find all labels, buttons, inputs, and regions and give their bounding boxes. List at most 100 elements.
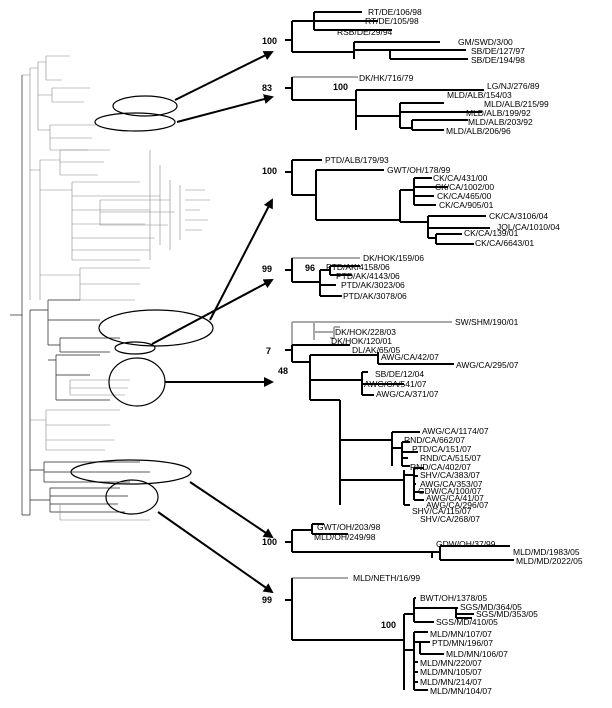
- ellipse-clade-7: [105, 479, 159, 515]
- ellipse-clade-3: [98, 309, 214, 347]
- leaf-label: MLD/MD/1983/05: [513, 547, 580, 557]
- leaf-label: SW/SHM/190/01: [455, 317, 519, 327]
- leaf-label: CK/CA/905/01: [439, 200, 494, 210]
- leaf-label: RT/DE/106/98: [368, 7, 422, 17]
- leaf-label: CK/CA/465/00: [437, 191, 492, 201]
- leaf-label: DK/HOK/159/06: [363, 253, 424, 263]
- leaf-label: AWG/CA/541/07: [364, 379, 427, 389]
- leaf-label: MLD/MN/106/07: [446, 649, 508, 659]
- leaf-label: RND/CA/402/07: [410, 462, 471, 472]
- bootstrap-label: 100: [262, 36, 277, 46]
- leaf-label: CK/CA/3106/04: [489, 211, 548, 221]
- leaf-label: MLD/ALB/206/96: [446, 126, 511, 136]
- leaf-label: PTD/AK/4143/06: [336, 271, 400, 281]
- leaf-label: SGS/MD/364/05: [460, 602, 522, 612]
- ellipse-clade-6: [70, 459, 192, 485]
- bootstrap-label: 48: [278, 366, 288, 376]
- leaf-label: MLD/ALB/199/92: [466, 108, 531, 118]
- leaf-label: MLD/MN/214/07: [420, 677, 482, 687]
- leaf-label: CK/CA/431/00: [433, 173, 488, 183]
- leaf-label: MLD/MN/107/07: [430, 629, 492, 639]
- ellipse-clade-2: [94, 112, 176, 132]
- leaf-label: SHV/CA/383/07: [420, 470, 480, 480]
- connector-arrows: [151, 51, 274, 594]
- leaf-label: SB/DE/12/04: [375, 369, 424, 379]
- leaf-label: RT/DE/105/98: [365, 16, 419, 26]
- leaf-label: SHV/CA/115/07: [412, 506, 472, 516]
- clade-panel-4: 99 96 DK/HOK/159/06 PTD/AK/4158/06 PTD/A…: [262, 253, 424, 301]
- leaf-label: MLD/MN/104/07: [430, 686, 492, 696]
- bootstrap-label: 83: [262, 83, 272, 93]
- leaf-label: PTD/CA/151/07: [412, 444, 472, 454]
- arrow-clade-2: [176, 94, 274, 123]
- leaf-label: MLD/NETH/16/99: [353, 573, 420, 583]
- bootstrap-label: 99: [262, 264, 272, 274]
- leaf-label: PTD/AK/3078/06: [343, 291, 407, 301]
- leaf-label: SGS/MD/353/05: [476, 609, 538, 619]
- bootstrap-label: 100: [381, 620, 396, 630]
- leaf-label: DK/HOK/120/01: [331, 336, 392, 346]
- leaf-label: SHV/CA/268/07: [420, 514, 480, 524]
- leaf-label: PTD/ALB/179/93: [325, 155, 389, 165]
- clade-panel-7: 99 100 MLD/NETH/16/99 BWT/OH/1378/05 SGS…: [262, 573, 538, 696]
- arrow-clade-4: [151, 279, 274, 345]
- leaf-label: AWG/CA/371/07: [376, 389, 439, 399]
- leaf-label: MLD/MD/2022/05: [516, 556, 583, 566]
- leaf-label: GM/SWD/3/00: [458, 37, 513, 47]
- leaf-label: CK/CA/6643/01: [475, 238, 534, 248]
- arrow-clade-1: [174, 51, 274, 101]
- leaf-label: MLD/ALB/154/03: [447, 90, 512, 100]
- leaf-label: DK/HOK/228/03: [335, 327, 396, 337]
- bootstrap-label: 99: [262, 595, 272, 605]
- ellipse-clade-4: [114, 341, 156, 355]
- bootstrap-label: 100: [333, 82, 348, 92]
- bootstrap-label: 100: [262, 537, 277, 547]
- leaf-label: AWG/CA/353/07: [420, 479, 483, 489]
- clade-panel-5: 7 48 SW/SHM/190/01 DK/HOK/228/03 DK/HOK/…: [266, 317, 519, 524]
- leaf-label: SB/DE/194/98: [471, 55, 525, 65]
- bootstrap-label: 7: [266, 346, 271, 356]
- leaf-label: SB/DE/127/97: [471, 46, 525, 56]
- leaf-label: BWT/OH/1378/05: [420, 593, 487, 603]
- leaf-label: AWG/CA/295/07: [456, 360, 519, 370]
- leaf-label: LG/NJ/276/89: [487, 81, 540, 91]
- bootstrap-label: 96: [305, 263, 315, 273]
- leaf-label: MLD/ALB/203/92: [468, 117, 533, 127]
- leaf-label: CK/CA/139/01: [464, 228, 519, 238]
- leaf-label: MLD/ALB/215/99: [484, 99, 549, 109]
- arrow-clade-3: [209, 198, 273, 321]
- ellipse-clade-5: [108, 357, 166, 407]
- leaf-label: MLD/MN/105/07: [420, 667, 482, 677]
- arrow-clade-6: [189, 481, 274, 539]
- leaf-label: GWT/OH/203/98: [317, 522, 381, 532]
- clade-panel-6: 100 GWT/OH/203/98 MLD/OH/249/98 GDW/OH/3…: [262, 522, 583, 566]
- leaf-label: DK/HK/716/79: [359, 73, 414, 83]
- leaf-label: RND/CA/662/07: [404, 435, 465, 445]
- leaf-label: MLD/OH/249/98: [314, 532, 376, 542]
- leaf-label: AWG/CA/296/07: [426, 500, 489, 510]
- leaf-label: AWG/CA/1174/07: [422, 426, 489, 436]
- leaf-label: SGS/MD/410/05: [436, 617, 498, 627]
- leaf-label: GWT/OH/178/99: [387, 165, 451, 175]
- leaf-label: GDW/OH/37/99: [436, 539, 496, 549]
- clade-panel-1: 100 RT/DE/106/98 RT/DE/105/98 RSB/DE/29/…: [262, 7, 525, 65]
- leaf-label: MLD/MN/220/07: [420, 658, 482, 668]
- leaf-label: CK/CA/1002/00: [435, 182, 494, 192]
- leaf-label: RSB/DE/29/94: [337, 27, 393, 37]
- clade-panel-2: 83 100 DK/HK/716/79 LG/NJ/276/89 MLD/ALB…: [262, 73, 549, 136]
- overview-tree: [10, 55, 210, 521]
- clade-panel-3: 100 PTD/ALB/179/93 GWT/OH/178/99 CK/CA/4…: [262, 155, 560, 248]
- arrow-clade-7: [157, 511, 274, 594]
- leaf-label: JQL/CA/1010/04: [497, 222, 560, 232]
- bootstrap-label: 100: [262, 166, 277, 176]
- ellipse-clade-1: [112, 95, 178, 117]
- leaf-label: GDW/CA/100/07: [418, 486, 482, 496]
- leaf-label: PTD/AK/4158/06: [326, 262, 390, 272]
- leaf-label: PTD/MN/196/07: [432, 638, 493, 648]
- leaf-label: PTD/AK/3023/06: [341, 280, 405, 290]
- leaf-label: AWG/CA/41/07: [426, 493, 484, 503]
- overview-ellipses: [70, 95, 214, 515]
- leaf-label: AWG/CA/42/07: [381, 352, 439, 362]
- leaf-label: DL/AK/65/05: [352, 345, 400, 355]
